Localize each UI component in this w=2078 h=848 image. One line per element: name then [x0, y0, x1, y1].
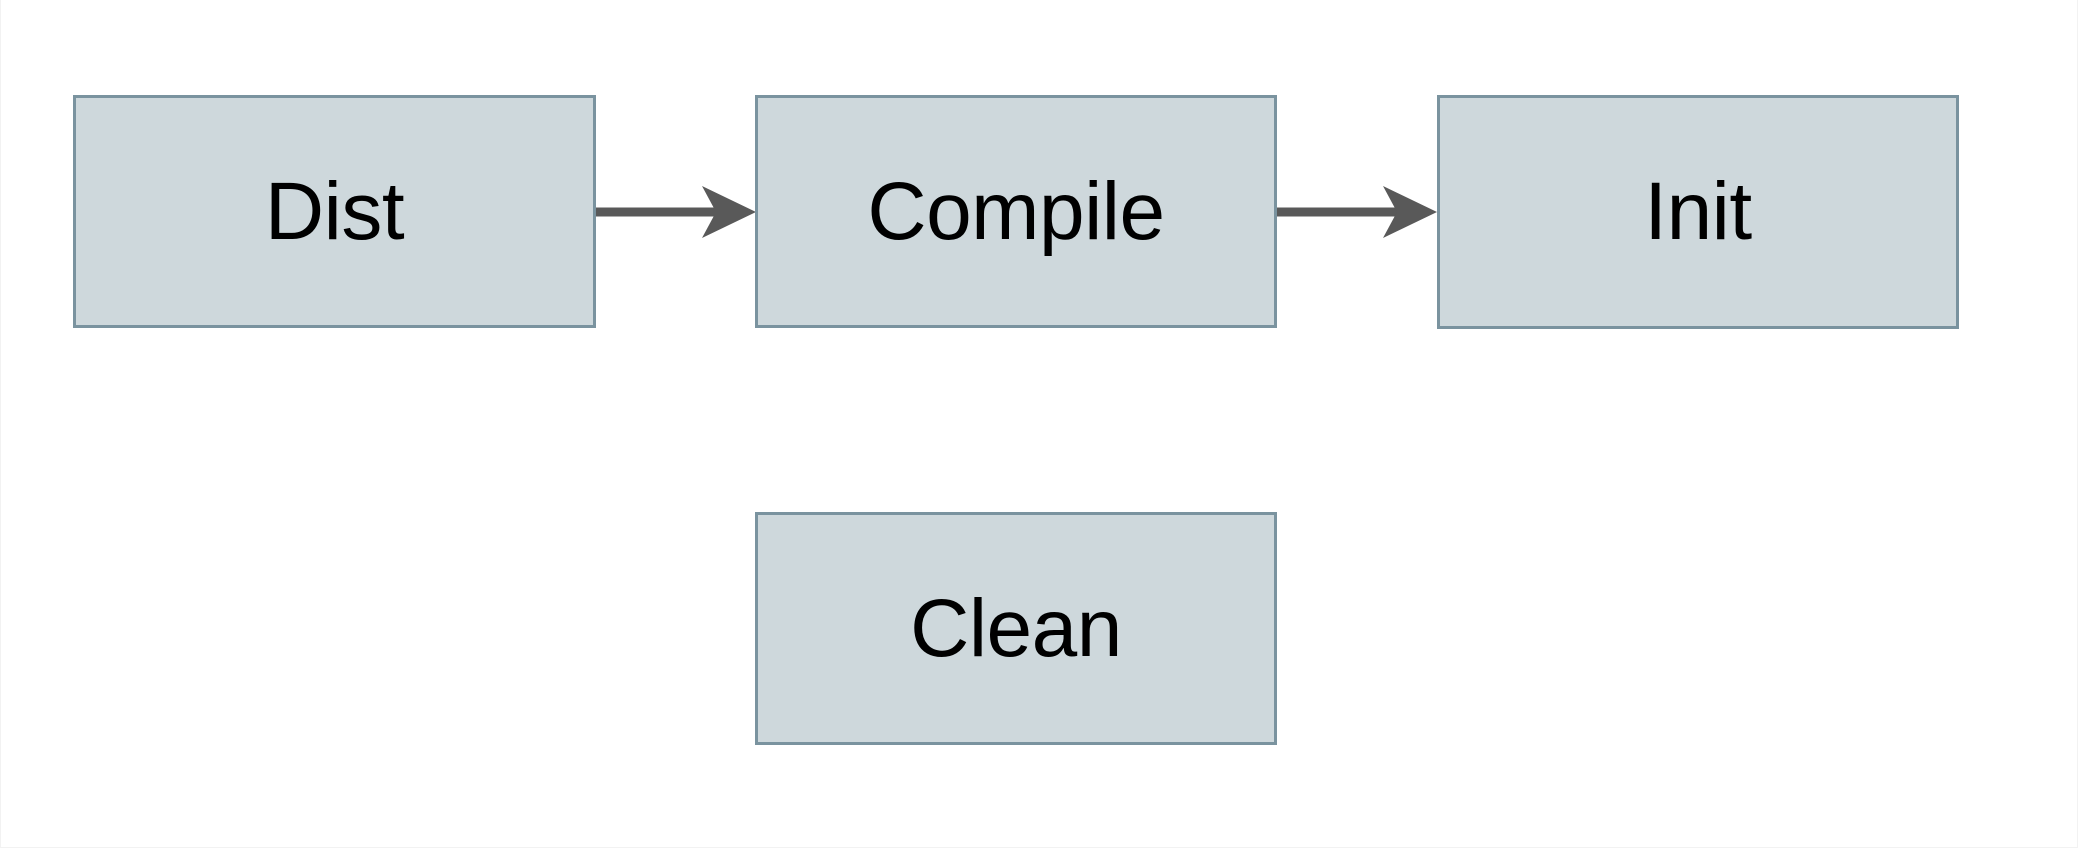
node-clean-label: Clean [910, 582, 1122, 674]
node-compile[interactable]: Compile [755, 95, 1277, 328]
arrowhead-icon [702, 186, 756, 238]
node-clean[interactable]: Clean [755, 512, 1277, 745]
edge-dist-to-compile[interactable] [590, 176, 766, 248]
node-init-label: Init [1644, 166, 1752, 257]
node-compile-label: Compile [867, 165, 1165, 257]
node-init[interactable]: Init [1437, 95, 1959, 329]
node-dist-label: Dist [264, 165, 405, 257]
node-dist[interactable]: Dist [73, 95, 596, 328]
arrowhead-icon [1383, 186, 1437, 238]
edge-compile-to-init[interactable] [1271, 176, 1447, 248]
